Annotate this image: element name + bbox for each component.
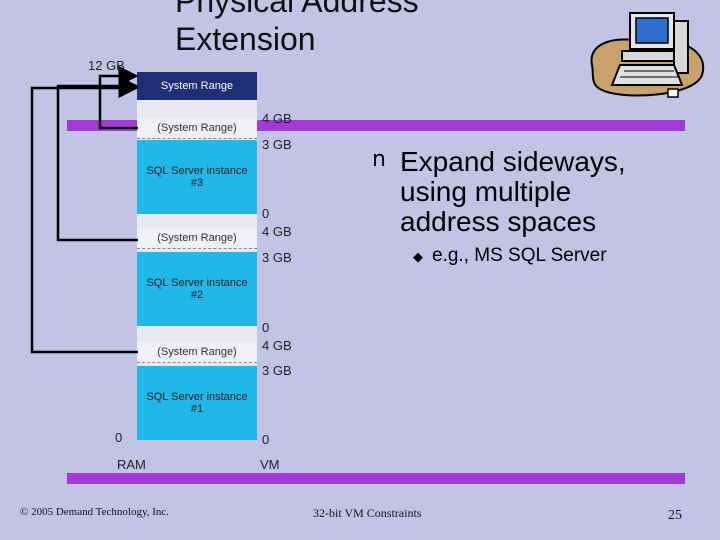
arrow-instance-2: [56, 76, 139, 242]
computer-clipart-icon: [590, 12, 705, 98]
bullet-text: Expand sideways, using multiple address …: [400, 147, 626, 237]
system-range-top-block: System Range: [137, 72, 257, 100]
system-range-block-1: (System Range): [137, 342, 257, 363]
bullet-line-1: Expand sideways,: [400, 146, 626, 177]
vm-label-a-3gb: 3 GB: [262, 137, 292, 152]
system-range-block-3: (System Range): [137, 118, 257, 139]
sql-server-instance-2-block: SQL Server instance #2: [137, 252, 257, 326]
vm-label-a-0: 0: [262, 206, 270, 221]
footer-page-number: 25: [668, 508, 682, 523]
bullet-line-2: using multiple: [400, 176, 572, 207]
footer-copyright: © 2005 Demand Technology, Inc.: [20, 506, 170, 518]
sql-server-instance-1-block: SQL Server instance #1: [137, 366, 257, 440]
vm-label-a-4gb: 4 GB: [262, 111, 292, 126]
vm-label-c-3gb: 3 GB: [262, 363, 292, 378]
arrow-instance-3: [98, 66, 139, 130]
vm-axis-label: VM: [260, 457, 280, 472]
ram-bottom-label: 0: [115, 430, 123, 445]
footer-center-title: 32-bit VM Constraints: [313, 506, 422, 520]
bullet-line-3: address spaces: [400, 206, 597, 237]
vm-label-b-3gb: 3 GB: [262, 250, 292, 265]
vm-label-b-4gb: 4 GB: [262, 224, 292, 239]
ram-axis-label: RAM: [117, 457, 146, 472]
accent-bar-top: [67, 120, 685, 131]
slide-title: Physical Address Extension: [175, 0, 419, 58]
accent-bar-bottom: [67, 473, 685, 484]
sub-bullet-text: e.g., MS SQL Server: [432, 245, 607, 266]
arrow-instance-1: [30, 78, 139, 354]
title-line-2: Extension: [175, 21, 316, 57]
title-line-1: Physical Address: [175, 0, 419, 19]
bullet-marker: n: [372, 147, 386, 172]
ram-top-label: 12 GB: [88, 58, 125, 73]
sql-server-instance-3-block: SQL Server instance #3: [137, 140, 257, 214]
vm-label-c-4gb: 4 GB: [262, 338, 292, 353]
vm-label-b-0: 0: [262, 320, 270, 335]
vm-label-c-0: 0: [262, 432, 270, 447]
sub-bullet-marker: ◆: [413, 249, 423, 264]
ram-column: System Range (System Range) SQL Server i…: [137, 72, 257, 440]
system-range-block-2: (System Range): [137, 228, 257, 249]
